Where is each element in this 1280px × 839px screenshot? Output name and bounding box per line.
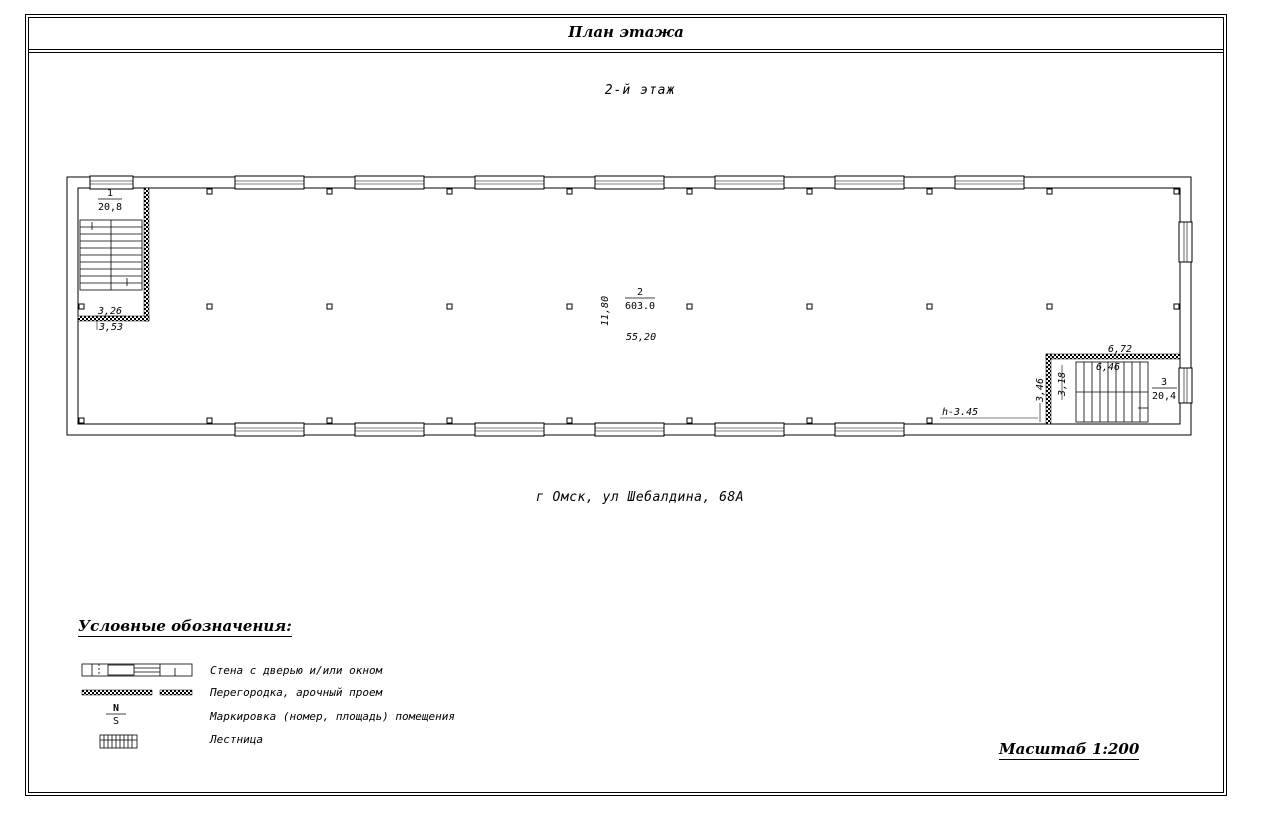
dimension-room3-h-outer: 3,46 bbox=[1035, 378, 1046, 403]
legend-symbol-wall bbox=[81, 663, 193, 677]
room-2-number: 2 bbox=[637, 287, 643, 298]
legend-text-room-marker: Маркировка (номер, площадь) помещения bbox=[210, 710, 456, 723]
legend-marker-bottom: S bbox=[113, 716, 119, 727]
room-3-marker: 3 20,4 bbox=[1152, 377, 1177, 402]
dimension-room3-outer: 6,72 bbox=[1108, 344, 1132, 355]
windows-top bbox=[89, 175, 1025, 190]
address: г Омск, ул Шебалдина, 68А bbox=[535, 490, 745, 505]
ceiling-height: h-3.45 bbox=[942, 407, 978, 418]
legend-marker-top: N bbox=[113, 703, 119, 714]
columns bbox=[78, 188, 1180, 424]
room-1-area: 20,8 bbox=[98, 202, 122, 213]
drawing-outer-frame bbox=[25, 14, 1227, 796]
dimension-room3-h-inner: 3,18 bbox=[1057, 372, 1068, 397]
room-2-area: 603.0 bbox=[625, 301, 655, 312]
dimension-lines bbox=[94, 315, 1063, 422]
room-1-number: 1 bbox=[107, 188, 113, 199]
drawing-inner-frame bbox=[28, 17, 1224, 793]
legend-text-partition: Перегородка, арочный проем bbox=[210, 686, 383, 699]
room-1-stairs bbox=[79, 219, 143, 291]
room-1-marker: 1 20,8 bbox=[98, 188, 122, 213]
windows-right bbox=[1178, 221, 1193, 404]
dimension-hall-width: 11,80 bbox=[600, 296, 611, 326]
room-3-stairs bbox=[1075, 361, 1149, 423]
room-3-area: 20,4 bbox=[1152, 391, 1176, 402]
room-2-marker: 2 603.0 bbox=[625, 287, 655, 312]
room-3-number: 3 bbox=[1161, 377, 1167, 388]
windows-bottom bbox=[234, 422, 905, 437]
dimension-room3-inner: 6,46 bbox=[1096, 362, 1120, 373]
legend-text-wall: Стена с дверью и/или окном bbox=[210, 664, 383, 677]
floor-label: 2-й этаж bbox=[604, 83, 676, 98]
legend-symbol-stairs bbox=[99, 734, 138, 749]
room-3-partition bbox=[1045, 353, 1181, 425]
dimension-room1-width: 3,26 bbox=[97, 306, 122, 317]
scale-label: Масштаб 1:200 bbox=[999, 740, 1140, 760]
legend-text-stairs: Лестница bbox=[210, 733, 263, 746]
title-band: План этажа bbox=[28, 17, 1224, 53]
dimension-hall-length: 55,20 bbox=[626, 332, 656, 343]
legend-symbol-room-marker: N S bbox=[106, 703, 126, 727]
page-title: План этажа bbox=[568, 23, 684, 41]
legend-title: Условные обозначения: bbox=[78, 617, 292, 637]
legend-symbol-partition bbox=[81, 689, 193, 696]
dimension-room1-outer: 3,53 bbox=[98, 322, 123, 333]
